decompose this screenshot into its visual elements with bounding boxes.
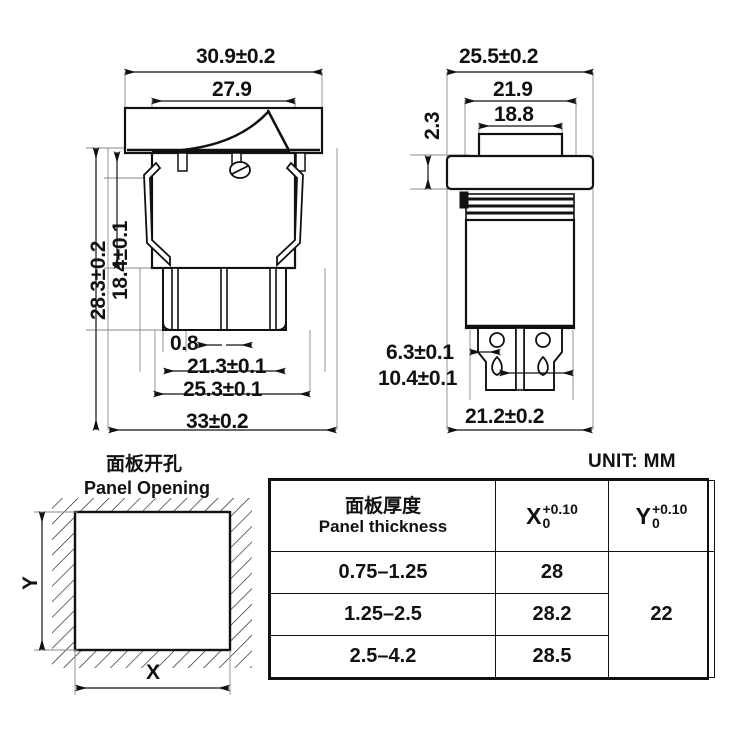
cell-thickness-0: 0.75–1.25 bbox=[270, 551, 496, 595]
header-y-tol-upper: +0.10 bbox=[651, 500, 688, 517]
panel-opening-height-label: Y bbox=[19, 576, 42, 590]
dim-label-top-width: 18.8 bbox=[494, 103, 534, 126]
panel-opening-group bbox=[34, 498, 252, 695]
table-header-row: 面板厚度 Panel thickness X +0.10 0 Y bbox=[270, 479, 715, 553]
panel-thickness-spec-table: 面板厚度 Panel thickness X +0.10 0 Y bbox=[268, 478, 715, 680]
header-cell-y: Y +0.10 0 bbox=[608, 479, 715, 553]
dim-label-flange-width: 21.9 bbox=[493, 78, 533, 101]
header-cn: 面板厚度 bbox=[344, 495, 421, 517]
dim-label-bezel-outer-width: 33±0.2 bbox=[186, 410, 249, 433]
table-row: 1.25–2.5 28.2 bbox=[270, 593, 715, 637]
dim-label-body-height: 18.4±0.1 bbox=[109, 220, 132, 300]
header-x-tol-lower: 0 bbox=[542, 515, 551, 532]
dim-label-terminal-spacing: 10.4±0.1 bbox=[378, 367, 458, 390]
panel-opening-title-en: Panel Opening bbox=[84, 478, 211, 498]
cell-y-merged: 22 bbox=[608, 551, 715, 678]
header-en: Panel thickness bbox=[318, 517, 448, 537]
cell-thickness-2: 2.5–4.2 bbox=[270, 635, 496, 678]
dim-label-rocker-width: 27.9 bbox=[212, 78, 252, 101]
panel-opening-width-label: X bbox=[146, 661, 160, 684]
cell-x-0: 28 bbox=[495, 551, 609, 595]
side-view-group bbox=[410, 68, 595, 434]
header-cell-x: X +0.10 0 bbox=[495, 479, 609, 553]
header-y-symbol: Y bbox=[635, 502, 651, 529]
cell-x-2: 28.5 bbox=[495, 635, 609, 678]
dim-label-terminal-inner-span: 21.3±0.1 bbox=[187, 355, 267, 378]
dim-label-terminal-overall: 21.2±0.2 bbox=[465, 405, 545, 428]
table-row: 0.75–1.25 28 22 bbox=[270, 551, 715, 678]
cell-x-1: 28.2 bbox=[495, 593, 609, 637]
dim-label-overall-height: 28.3±0.2 bbox=[87, 240, 110, 320]
dim-label-body-width: 25.3±0.1 bbox=[183, 378, 263, 401]
cell-thickness-1: 1.25–2.5 bbox=[270, 593, 496, 637]
header-y-tol-lower: 0 bbox=[651, 515, 660, 532]
dim-label-terminal-thickness: 0.8 bbox=[170, 332, 199, 355]
dim-label-bezel-depth: 25.5±0.2 bbox=[459, 45, 539, 68]
dim-label-overall-bezel-width: 30.9±0.2 bbox=[196, 45, 276, 68]
unit-note: UNIT: MM bbox=[588, 451, 676, 472]
dim-label-terminal-width: 6.3±0.1 bbox=[386, 341, 454, 364]
header-x-symbol: X bbox=[526, 502, 542, 529]
table-row: 2.5–4.2 28.5 bbox=[270, 635, 715, 678]
front-view-group bbox=[86, 68, 338, 434]
header-cell-panel-thickness: 面板厚度 Panel thickness bbox=[270, 479, 496, 553]
panel-opening-title-cn: 面板开孔 bbox=[106, 454, 183, 475]
header-x-tol-upper: +0.10 bbox=[542, 500, 578, 517]
dim-label-bezel-thickness: 2.3 bbox=[421, 111, 444, 140]
